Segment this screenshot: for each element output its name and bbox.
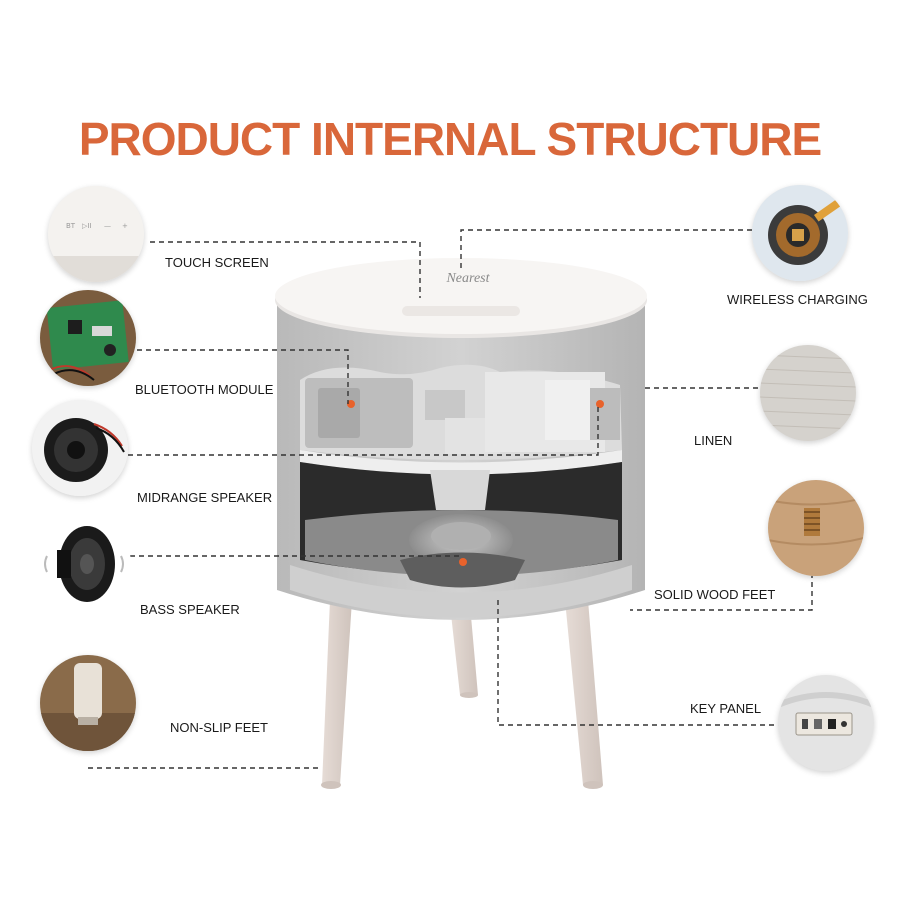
label-non-slip-feet: NON-SLIP FEET	[170, 720, 269, 735]
page-title: PRODUCT INTERNAL STRUCTURE	[78, 113, 822, 165]
leader-midrange	[128, 404, 599, 456]
leader-touch-screen	[150, 241, 421, 298]
linen-fabric-photo-icon	[760, 345, 856, 441]
leader-bluetooth	[128, 349, 349, 404]
label-bass-speaker: BASS SPEAKER	[140, 602, 240, 617]
leader-wood-feet	[630, 510, 813, 611]
tabletop	[275, 258, 647, 334]
leg-left	[322, 600, 352, 785]
bass-driver-photo-icon	[35, 516, 131, 612]
bass-speaker-thumbnail	[35, 516, 131, 612]
label-touch-screen: TOUCH SCREEN	[165, 255, 269, 270]
speaker-driver-photo-icon	[32, 400, 128, 496]
linen-thumbnail	[760, 345, 856, 441]
label-key-panel: KEY PANEL	[690, 701, 762, 716]
svg-text:▷II: ▷II	[82, 222, 92, 230]
label-midrange-speaker: MIDRANGE SPEAKER	[137, 490, 273, 505]
charging-coil-photo-icon	[752, 185, 848, 281]
label-linen: LINEN	[694, 433, 733, 448]
bluetooth-marker-dot	[347, 400, 355, 408]
svg-text:+: +	[122, 222, 128, 230]
label-solid-wood-feet: SOLID WOOD FEET	[654, 587, 776, 602]
bluetooth-module-thumbnail	[40, 290, 136, 386]
wood-foot-photo-icon	[768, 480, 864, 576]
svg-text:—: —	[104, 222, 111, 230]
wireless-charging-thumbnail	[752, 185, 848, 281]
midrange-speaker-thumbnail	[32, 400, 128, 496]
leg-back	[450, 605, 478, 695]
svg-text:BT: BT	[66, 222, 76, 230]
touch-screen-thumbnail: BT ▷II — +	[48, 186, 144, 282]
foot-pad-photo-icon	[40, 655, 136, 751]
brand-mark: Nearest	[445, 271, 490, 286]
leader-key-panel	[497, 600, 790, 726]
leader-wireless	[460, 229, 755, 268]
midrange-marker-dot	[596, 400, 604, 408]
label-wireless-charging: WIRELESS CHARGING	[727, 292, 868, 307]
circuit-board-photo-icon	[40, 290, 136, 386]
key-panel-photo-icon	[778, 675, 874, 771]
label-bluetooth-module: BLUETOOTH MODULE	[135, 382, 274, 397]
solid-wood-feet-thumbnail	[768, 480, 864, 576]
key-panel-thumbnail	[778, 675, 874, 771]
leg-right	[565, 600, 603, 785]
non-slip-feet-thumbnail	[40, 655, 136, 751]
bass-marker-dot	[459, 558, 467, 566]
touch-panel-photo-icon: BT ▷II — +	[48, 186, 144, 282]
